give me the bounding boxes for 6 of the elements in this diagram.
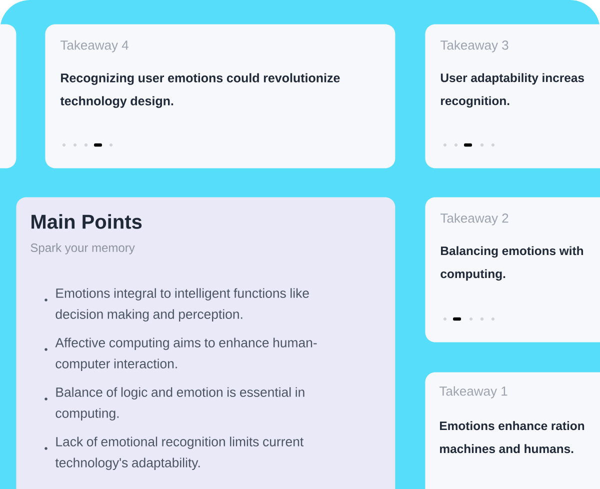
takeaway-card: Takeaway 2 Balancing emotions with computing. (425, 197, 600, 342)
main-points-card: Main Points Spark your memory Emotions integral to intelligent functions like decision making and perception. Affective computing aims to enhance human-computer interaction. Balance of logic and emotion is essential in computing. Lack of emotional recognition limits current technology's adaptability. (16, 197, 396, 489)
takeaway-card: Takeaway 1 Emotions enhance ration machines and humans. (425, 372, 600, 489)
takeaway-card: Takeaway 4 Recognizing user emotions could revolutionize technology design. (45, 24, 396, 168)
takeaway-card (0, 24, 16, 168)
takeaway-card: Takeaway 3 User adaptability increas recognition. (425, 24, 600, 168)
